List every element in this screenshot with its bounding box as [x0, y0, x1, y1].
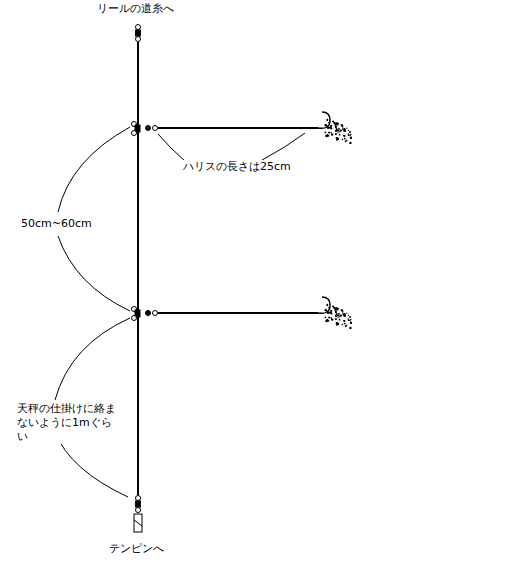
- bait-dot: [335, 318, 337, 320]
- bait-dot: [341, 124, 343, 126]
- bait-dot: [349, 327, 351, 329]
- bait-dot: [327, 135, 329, 137]
- bait-dot: [335, 130, 337, 132]
- line-label: テンピンへ: [108, 542, 165, 556]
- bait-dot: [344, 135, 346, 137]
- bait-dot: [339, 319, 341, 321]
- bait-dot: [326, 125, 328, 127]
- bait-dot: [328, 122, 329, 123]
- bait-dot: [350, 322, 352, 324]
- bait-dot: [331, 317, 332, 318]
- line-label: リールの道糸へ: [96, 2, 175, 16]
- bait-dot: [328, 317, 330, 319]
- bait-dot: [348, 319, 350, 321]
- bait-dot: [344, 323, 346, 325]
- bait-dot: [342, 139, 344, 141]
- bait-dot: [327, 320, 329, 322]
- bait-dot: [327, 120, 328, 121]
- note-label: 天秤の仕掛けに絡まないように1mぐらい: [16, 402, 122, 444]
- bait-dot: [348, 134, 350, 136]
- bait-dot: [342, 126, 343, 127]
- bait-dot: [343, 129, 346, 132]
- bait-dot: [337, 317, 338, 318]
- bait-dot: [335, 126, 337, 128]
- bait-dot: [328, 307, 329, 308]
- bait-dot: [348, 130, 349, 131]
- bait-dot: [350, 137, 352, 139]
- bait-dot: [324, 131, 326, 133]
- bait-dot: [343, 314, 346, 317]
- bait-dot: [349, 320, 350, 321]
- bait-dot: [336, 308, 337, 309]
- bait-dot: [342, 324, 344, 326]
- bait-dot: [343, 320, 345, 322]
- bait-dot: [339, 313, 340, 314]
- bait-dot: [327, 127, 329, 129]
- bait-dot: [336, 313, 338, 315]
- bait-dot: [329, 127, 331, 129]
- bait-dot: [349, 316, 351, 318]
- bait-dot: [331, 132, 332, 133]
- bait-dot: [336, 123, 337, 124]
- bait-dot: [335, 315, 337, 317]
- bait-dot: [331, 133, 333, 135]
- bait-dot: [350, 137, 351, 138]
- bait-dot: [340, 129, 342, 131]
- bait-dot: [342, 311, 343, 312]
- dimension-label: 50cm~60cm: [20, 217, 93, 231]
- bait-dot: [330, 125, 332, 127]
- bait-dot: [344, 138, 346, 140]
- dimension-label: ハリスの長さは25cm: [182, 160, 292, 174]
- bait-dot: [332, 121, 334, 123]
- bait-dot: [346, 313, 347, 314]
- bait-dot: [330, 310, 332, 312]
- bait-dot: [334, 124, 336, 126]
- bait-dot: [349, 131, 351, 133]
- bait-texture: [324, 304, 352, 329]
- bait-dot: [339, 128, 340, 129]
- bait-dot: [341, 309, 343, 311]
- bait-dot: [348, 315, 349, 316]
- bait-dot: [344, 320, 346, 322]
- bait-dot: [349, 142, 351, 144]
- bait-dot: [340, 314, 342, 316]
- bait-dot: [338, 128, 339, 129]
- bait-dot: [345, 325, 347, 327]
- bait-dot: [331, 318, 333, 320]
- bait-dot: [337, 132, 338, 133]
- bait-texture: [324, 119, 352, 144]
- bait-dot: [326, 119, 328, 121]
- bait-dot: [326, 310, 328, 312]
- bait-dot: [350, 134, 352, 136]
- bait-dot: [350, 319, 352, 321]
- bait-dot: [336, 128, 338, 130]
- bait-dot: [332, 306, 334, 308]
- bait-dot: [324, 316, 326, 318]
- bait-dot: [341, 124, 343, 126]
- bait-dot: [336, 137, 338, 139]
- bait-dot: [327, 305, 328, 306]
- bait-dot: [329, 312, 331, 314]
- bait-dot: [339, 134, 341, 136]
- bait-dot: [349, 135, 350, 136]
- bait-dot: [335, 311, 337, 313]
- bait-dot: [341, 309, 343, 311]
- bait-dot: [328, 132, 330, 134]
- bait-dot: [350, 322, 351, 323]
- bait-dot: [343, 135, 345, 137]
- bait-dot: [334, 309, 336, 311]
- bait-dot: [346, 128, 347, 129]
- bait-dot: [326, 304, 328, 306]
- bait-dot: [336, 322, 338, 324]
- bait-dot: [335, 133, 337, 135]
- bait-dot: [345, 140, 347, 142]
- bait-dot: [338, 313, 339, 314]
- bait-dot: [327, 312, 329, 314]
